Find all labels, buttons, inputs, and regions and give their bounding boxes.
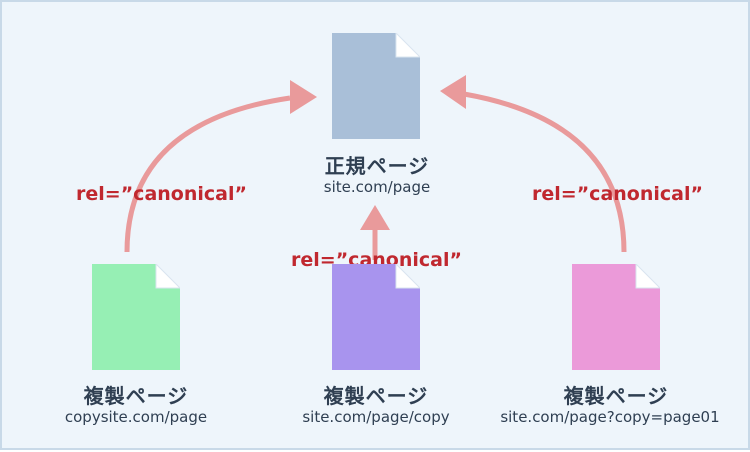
doc-fold — [155, 264, 180, 289]
doc-body — [572, 264, 660, 370]
doc-body — [332, 264, 420, 370]
duplicate-right-url: site.com/page?copy=page01 — [500, 408, 720, 426]
duplicate-left-title: 複製ページ — [83, 384, 189, 408]
duplicate-right-title: 複製ページ — [563, 384, 669, 408]
duplicate-middle-document-icon — [332, 264, 420, 370]
duplicate-middle-title: 複製ページ — [323, 384, 429, 408]
canonical-title: 正規ページ — [324, 154, 430, 178]
arrow-right-curve — [463, 91, 627, 253]
doc-body — [92, 264, 180, 370]
duplicate-left-document-icon — [92, 264, 180, 370]
canonical-document-icon — [332, 33, 420, 139]
duplicate-left-url: copysite.com/page — [64, 408, 208, 426]
rel-label-right: rel=”canonical” — [532, 183, 703, 205]
arrow-left-curve — [124, 95, 291, 253]
arrow-right-head — [440, 75, 466, 109]
arrow-middle-head — [360, 205, 390, 230]
duplicate-middle-url: site.com/page/copy — [302, 408, 450, 426]
doc-fold — [395, 33, 420, 58]
canonical-url: site.com/page — [323, 178, 431, 196]
doc-fold — [635, 264, 660, 289]
rel-label-left: rel=”canonical” — [76, 183, 247, 205]
doc-fold — [395, 264, 420, 289]
arrow-left-head — [290, 80, 317, 114]
doc-body — [332, 33, 420, 139]
duplicate-right-document-icon — [572, 264, 660, 370]
